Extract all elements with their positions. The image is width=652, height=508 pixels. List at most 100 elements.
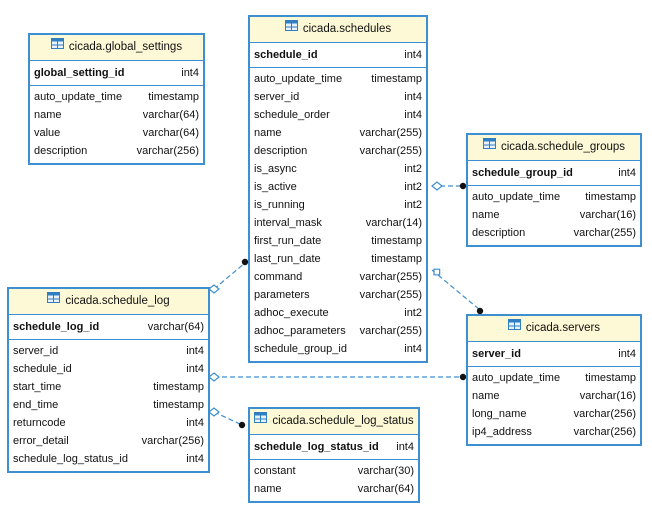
column-row[interactable]: description varchar(256) [30, 142, 203, 160]
table-icon [284, 17, 298, 41]
pk-column-type: int4 [396, 441, 414, 453]
column-type: timestamp [371, 253, 422, 265]
column-type: varchar(14) [365, 217, 422, 229]
column-name: ip4_address [472, 426, 532, 438]
column-name: error_detail [13, 435, 69, 447]
column-type: varchar(64) [357, 483, 414, 495]
pk-column-name: global_setting_id [34, 67, 125, 79]
column-row[interactable]: interval_mask varchar(14) [250, 214, 426, 232]
rel-log-status [213, 411, 241, 425]
column-name: schedule_id [13, 363, 72, 375]
rel-log-schedules [213, 262, 246, 290]
table-header: cicada.servers [468, 316, 640, 342]
column-type: timestamp [585, 372, 636, 384]
column-name: name [254, 127, 282, 139]
pk-column-type: varchar(64) [147, 321, 204, 333]
column-name: is_async [254, 163, 297, 175]
column-name: schedule_log_status_id [13, 453, 128, 465]
table-title: cicada.servers [525, 322, 601, 334]
table-icon [50, 35, 64, 59]
diamond-endpoint-icon [208, 284, 220, 294]
column-name: is_running [254, 199, 305, 211]
column-row[interactable]: ip4_address varchar(256) [468, 423, 640, 441]
column-name: last_run_date [254, 253, 321, 265]
column-row[interactable]: schedule_id int4 [9, 360, 208, 378]
table-header: cicada.schedule_groups [468, 135, 640, 161]
column-name: command [254, 271, 303, 283]
column-row[interactable]: auto_update_time timestamp [468, 369, 640, 387]
column-row[interactable]: name varchar(64) [250, 480, 418, 498]
column-type: varchar(256) [136, 145, 199, 157]
column-type: timestamp [585, 191, 636, 203]
column-type: varchar(256) [573, 426, 636, 438]
column-type: varchar(255) [359, 289, 422, 301]
column-name: returncode [13, 417, 66, 429]
column-name: name [254, 483, 282, 495]
column-type: varchar(64) [142, 127, 199, 139]
column-name: interval_mask [254, 217, 322, 229]
column-row[interactable]: command varchar(255) [250, 268, 426, 286]
column-name: end_time [13, 399, 59, 411]
dot-endpoint-icon [459, 182, 467, 190]
table-title: cicada.schedule_groups [500, 141, 626, 153]
column-type: int4 [186, 345, 204, 357]
diamond-endpoint-icon [208, 407, 220, 417]
column-name: description [34, 145, 88, 157]
column-row[interactable]: is_async int2 [250, 160, 426, 178]
diamond-endpoint-icon [433, 268, 441, 276]
column-type: timestamp [371, 235, 422, 247]
column-type: varchar(30) [357, 465, 414, 477]
table-header: cicada.global_settings [30, 35, 203, 61]
column-row[interactable]: last_run_date timestamp [250, 250, 426, 268]
column-type: varchar(255) [359, 325, 422, 337]
column-name: name [472, 390, 500, 402]
column-type: varchar(255) [359, 271, 422, 283]
column-type: int2 [404, 163, 422, 175]
column-name: auto_update_time [472, 372, 561, 384]
pk-column-name: schedule_id [254, 49, 318, 61]
column-type: int4 [186, 363, 204, 375]
table-icon [254, 409, 268, 433]
